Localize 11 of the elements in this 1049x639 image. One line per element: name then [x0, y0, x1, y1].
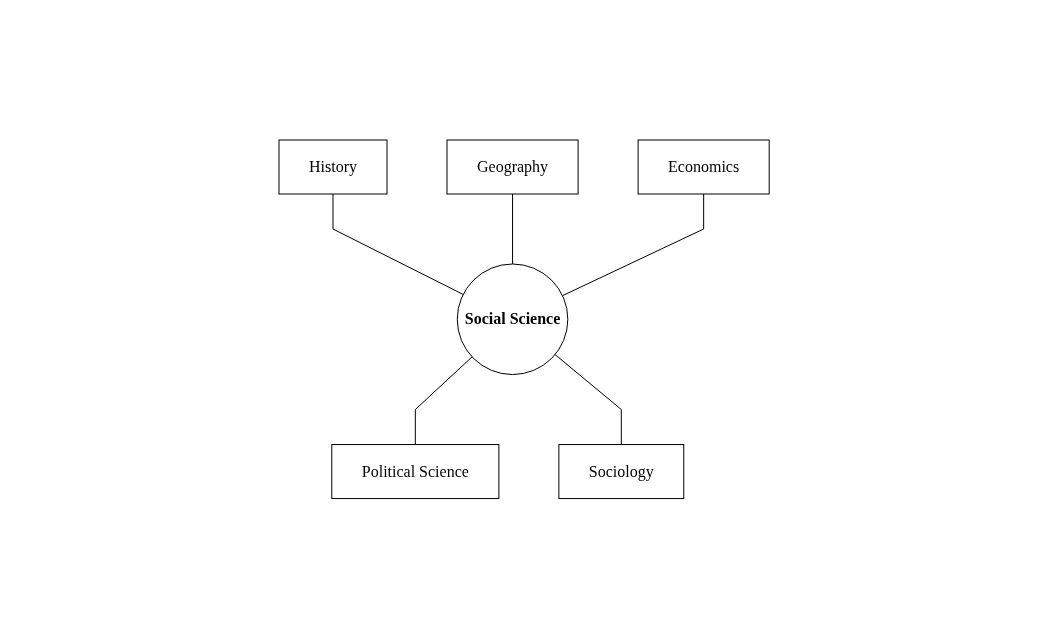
node-circle: Social Science [457, 263, 569, 376]
connector [512, 193, 514, 265]
node-box: History [278, 139, 388, 195]
connector [555, 354, 623, 446]
connector [415, 356, 473, 446]
node-box: Economics [638, 139, 771, 195]
connector [562, 193, 705, 297]
node-box: Sociology [558, 444, 685, 500]
node-box: Political Science [331, 444, 500, 500]
node-box: Geography [446, 139, 579, 195]
connector [332, 193, 465, 296]
